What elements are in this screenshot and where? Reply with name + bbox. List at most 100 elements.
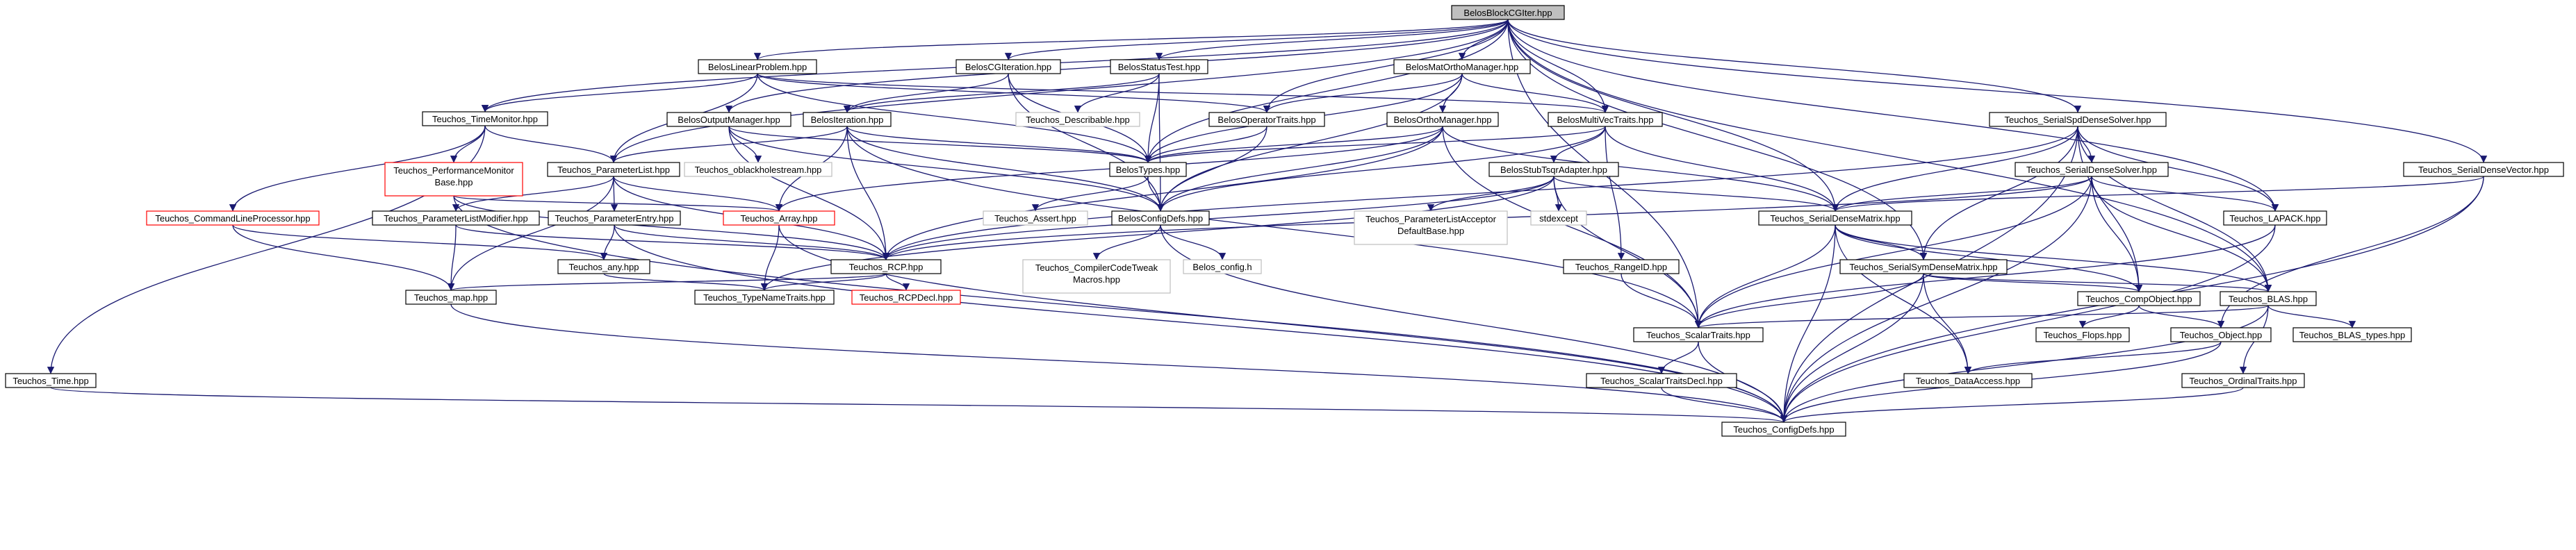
node-teuchos-serial-dense-vector[interactable]: Teuchos_SerialDenseVector.hpp [2403,162,2564,177]
node-teuchos-blas[interactable]: Teuchos_BLAS.hpp [2220,291,2317,306]
node-teuchos-scalar-traits-decl[interactable]: Teuchos_ScalarTraitsDecl.hpp [1586,373,1737,388]
node-label: Teuchos_LAPACK.hpp [2229,213,2320,224]
node-layer: BelosBlockCGIter.hppBelosLinearProblem.h… [5,5,2564,437]
node-box [1109,162,1187,177]
node-belos-ortho-manager[interactable]: BelosOrthoManager.hpp [1386,112,1499,127]
edge-teuchos-serial-spd-dense-solver-to-teuchos-config-defs [1780,126,2078,423]
edge-teuchos-command-line-processor-to-teuchos-any [232,224,607,260]
node-belos-mat-ortho-manager[interactable]: BelosMatOrthoManager.hpp [1393,59,1531,74]
node-teuchos-map[interactable]: Teuchos_map.hpp [405,290,497,305]
node-teuchos-data-access[interactable]: Teuchos_DataAccess.hpp [1903,373,2033,388]
edge-belos-block-cgiter-to-belos-status-test [1155,19,1509,60]
node-label: BelosMultiVecTraits.hpp [1557,115,1654,125]
edge-belos-output-manager-to-belos-config-defs [728,126,1165,212]
edge-belos-config-defs-to-teuchos-compiler-code-tweak-macros [1092,224,1161,260]
edge-teuchos-serial-sym-dense-matrix-to-teuchos-config-defs [1780,273,1924,423]
node-belos-output-manager[interactable]: BelosOutputManager.hpp [666,112,791,127]
node-label: Teuchos_map.hpp [414,292,488,303]
node-teuchos-rcpdecl[interactable]: Teuchos_RCPDecl.hpp [851,290,961,305]
node-label: BelosCGIteration.hpp [965,62,1051,72]
node-teuchos-parameter-list-modifier[interactable]: Teuchos_ParameterListModifier.hpp [372,210,540,226]
edge-belos-stub-tsqr-adapter-to-teuchos-parameter-list-acceptor-default-base [1427,176,1554,212]
edge-belos-multi-vec-traits-to-belos-stub-tsqr-adapter [1550,126,1606,163]
edge-belos-block-cgiter-to-belos-operator-traits [1263,19,1509,113]
node-label: Belos_config.h [1192,262,1252,272]
node-teuchos-any[interactable]: Teuchos_any.hpp [557,259,650,274]
edge-belos-block-cgiter-to-teuchos-serial-dense-vector [1507,19,2488,163]
node-belos-operator-traits[interactable]: BelosOperatorTraits.hpp [1208,112,1325,127]
edge-teuchos-rcp-to-teuchos-map [448,273,887,291]
edge-teuchos-comp-object-to-teuchos-object [2138,305,2225,328]
node-teuchos-time[interactable]: Teuchos_Time.hpp [5,373,97,388]
edge-belos-block-cgiter-to-teuchos-blas [1507,19,2272,292]
edge-teuchos-parameter-list-to-teuchos-array [613,176,783,212]
edge-belos-ortho-manager-to-teuchos-scalar-traits [1442,126,1703,328]
node-box [557,259,650,274]
node-teuchos-config-defs[interactable]: Teuchos_ConfigDefs.hpp [1721,422,1846,437]
node-belos-config-defs[interactable]: BelosConfigDefs.hpp [1111,210,1210,226]
node-belos-status-test[interactable]: BelosStatusTest.hpp [1110,59,1208,74]
node-teuchos-range-id[interactable]: Teuchos_RangeID.hpp [1563,259,1680,274]
node-teuchos-scalar-traits[interactable]: Teuchos_ScalarTraits.hpp [1633,327,1764,342]
edge-belos-linear-problem-to-belos-types [757,73,1152,163]
node-belos-iteration[interactable]: BelosIteration.hpp [803,112,892,127]
node-teuchos-describable: Teuchos_Describable.hpp [1015,112,1140,127]
node-teuchos-ordinal-traits[interactable]: Teuchos_OrdinalTraits.hpp [2181,373,2305,388]
node-teuchos-lapack[interactable]: Teuchos_LAPACK.hpp [2223,210,2327,226]
edge-teuchos-parameter-list-to-teuchos-map [447,176,614,291]
edge-teuchos-serial-spd-dense-solver-to-teuchos-serial-sym-dense-matrix [1919,126,2078,260]
edge-belos-ortho-manager-to-teuchos-serial-dense-matrix [1442,126,1839,212]
node-belos-stub-tsqr-adapter[interactable]: BelosStubTsqrAdapter.hpp [1488,162,1619,177]
node-label-line: Teuchos_PerformanceMonitor [393,165,514,176]
node-box [2035,327,2130,342]
node-teuchos-serial-sym-dense-matrix[interactable]: Teuchos_SerialSymDenseMatrix.hpp [1839,259,2008,274]
node-box [372,210,540,226]
node-belos-linear-problem[interactable]: BelosLinearProblem.hpp [698,59,817,74]
node-label: Teuchos_Flops.hpp [2044,330,2122,340]
node-teuchos-blastypes[interactable]: Teuchos_BLAS_types.hpp [2292,327,2412,342]
edge-belos-iteration-to-belos-types [846,126,1152,163]
node-teuchos-serial-dense-matrix[interactable]: Teuchos_SerialDenseMatrix.hpp [1758,210,1912,226]
node-box [1548,112,1663,127]
node-teuchos-rcp[interactable]: Teuchos_RCP.hpp [830,259,942,274]
edge-belos-block-cgiter-to-belos-cgiteration [1005,19,1509,60]
edge-belos-status-test-to-teuchos-describable [1074,73,1160,113]
node-belos-types[interactable]: BelosTypes.hpp [1109,162,1187,177]
node-teuchos-serial-dense-solver[interactable]: Teuchos_SerialDenseSolver.hpp [2015,162,2169,177]
edge-belos-config-defs-to-teuchos-config-defs [1160,224,1788,423]
node-box [2220,291,2317,306]
edge-belos-multi-vec-traits-to-belos-types [1145,126,1606,163]
node-teuchos-object[interactable]: Teuchos_Object.hpp [2170,327,2272,342]
node-box [1721,422,1846,437]
node-teuchos-time-monitor[interactable]: Teuchos_TimeMonitor.hpp [422,111,548,126]
node-teuchos-type-name-traits[interactable]: Teuchos_TypeNameTraits.hpp [694,290,835,305]
node-teuchos-comp-object[interactable]: Teuchos_CompObject.hpp [2077,291,2201,306]
node-teuchos-parameter-entry[interactable]: Teuchos_ParameterEntry.hpp [548,210,681,226]
edge-teuchos-rcp-to-teuchos-type-name-traits [760,273,887,291]
edge-teuchos-time-monitor-to-teuchos-parameter-list [484,125,618,163]
edge-teuchos-array-to-teuchos-type-name-traits [760,224,780,291]
node-box [1839,259,2008,274]
edge-teuchos-parameter-list-modifier-to-teuchos-rcp [455,224,889,260]
node-teuchos-parameter-list[interactable]: Teuchos_ParameterList.hpp [547,162,680,177]
edge-belos-status-test-to-belos-types [1144,73,1160,163]
node-box [1903,373,2033,388]
node-box [1111,210,1210,226]
node-teuchos-command-line-processor[interactable]: Teuchos_CommandLineProcessor.hpp [146,210,320,226]
edge-teuchos-serial-sym-dense-matrix-to-teuchos-data-access [1923,273,1972,374]
node-box [2292,327,2412,342]
edge-teuchos-parameter-list-modifier-to-teuchos-map [447,224,457,291]
node-label: Teuchos_RCP.hpp [849,262,924,272]
edge-teuchos-comp-object-to-teuchos-flops [2078,305,2140,328]
node-belos-block-cgiter[interactable]: BelosBlockCGIter.hpp [1451,5,1565,20]
node-belos-multi-vec-traits[interactable]: BelosMultiVecTraits.hpp [1548,112,1663,127]
edge-teuchos-performance-monitor-base-to-teuchos-array [453,195,782,212]
node-teuchos-array[interactable]: Teuchos_Array.hpp [723,210,835,226]
edge-teuchos-time-monitor-to-teuchos-performance-monitor-base [450,125,486,163]
node-teuchos-serial-spd-dense-solver[interactable]: Teuchos_SerialSpdDenseSolver.hpp [1989,112,2167,127]
node-teuchos-flops[interactable]: Teuchos_Flops.hpp [2035,327,2130,342]
node-belos-cgiteration[interactable]: BelosCGIteration.hpp [955,59,1061,74]
node-box [2077,291,2201,306]
edge-belos-cgiteration-to-belos-iteration [843,73,1009,113]
